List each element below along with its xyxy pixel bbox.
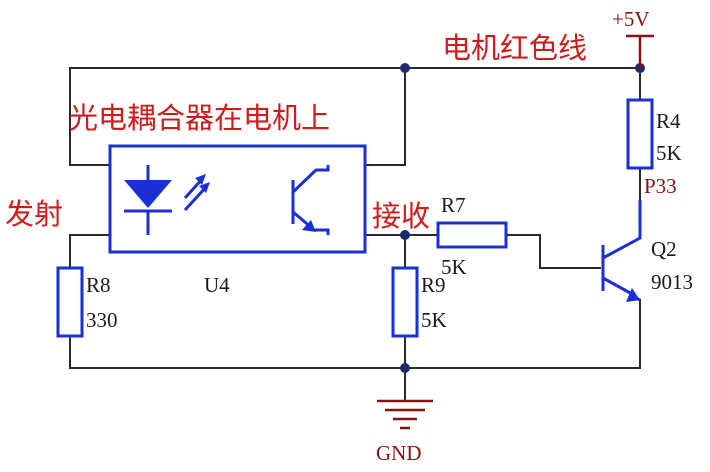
r8-ref-label: R8 [86, 273, 111, 297]
annotation-transmit: 发射 [5, 198, 63, 231]
resistor-r8 [56, 266, 84, 338]
u4-ref-label: U4 [204, 273, 230, 297]
resistor-r9 [391, 266, 419, 338]
resistor-r7 [436, 221, 508, 249]
annotation-motor-red-wire: 电机红色线 [442, 32, 587, 65]
transistor-q2 [601, 200, 642, 302]
r4-value-label: 5K [656, 141, 682, 165]
power-symbol [626, 34, 654, 68]
annotation-optocoupler-on-motor: 光电耦合器在电机上 [69, 102, 330, 135]
phototransistor-icon [291, 165, 330, 235]
power-label: +5V [612, 7, 650, 31]
q2-emitter [602, 276, 633, 296]
optocoupler-u4 [108, 144, 367, 254]
r9-value-label: 5K [421, 308, 447, 332]
resistor-r4 [626, 98, 654, 170]
junction-dot [400, 363, 410, 373]
r7-ref-label: R7 [441, 193, 466, 217]
q2-value-label: 9013 [651, 270, 693, 294]
annotation-receive: 接收 [372, 200, 430, 233]
r9-ref-label: R9 [421, 273, 446, 297]
wire-left-top-loop [69, 67, 111, 166]
junction-dot [400, 230, 410, 240]
optocoupler-body [108, 144, 367, 254]
junction-dot [400, 63, 410, 73]
q2-collector [602, 200, 642, 260]
ground-label: GND [376, 441, 422, 465]
wire-r7-to-base [505, 234, 601, 269]
r4-ref-label: R4 [656, 109, 681, 133]
q2-ref-label: Q2 [651, 237, 677, 261]
r8-value-label: 330 [86, 308, 118, 332]
p33-label: P33 [644, 174, 677, 198]
r7-value-label: 5K [441, 255, 467, 279]
wire-right-top-loop [364, 67, 406, 166]
ground-symbol [377, 399, 433, 430]
wires [69, 67, 641, 401]
junctions [400, 63, 645, 373]
led-icon [124, 165, 210, 235]
wire-bottom-rail [69, 299, 641, 369]
